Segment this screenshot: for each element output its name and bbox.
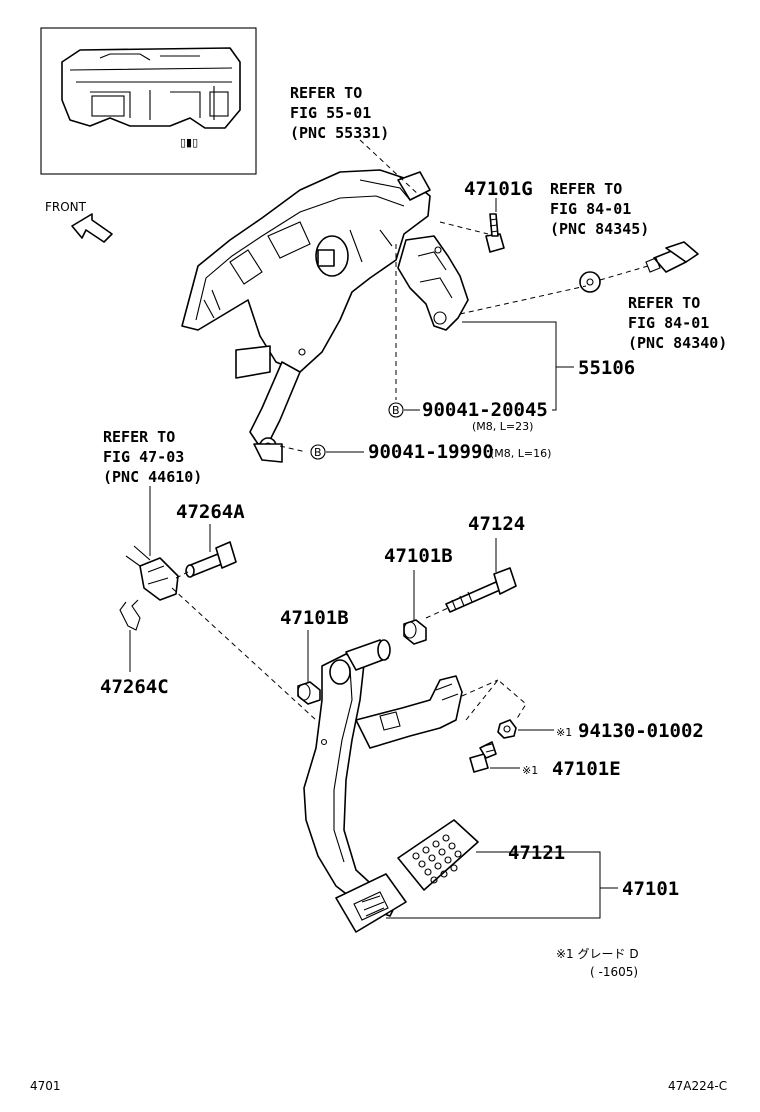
refer-fig-84-01-84340: REFER TO FIG 84-01 (PNC 84340) (628, 294, 727, 352)
clip-47264c (119, 599, 141, 631)
stop-lamp-switch (645, 241, 699, 273)
svg-text:REFER TO: REFER TO (290, 84, 362, 102)
front-label: FRONT (45, 200, 87, 214)
label-47101: 47101 (622, 878, 679, 900)
pedal-pad-47121 (397, 819, 479, 891)
svg-text:(PNC 84345): (PNC 84345) (550, 220, 649, 238)
label-90041-19990: 90041-19990 (368, 441, 494, 463)
svg-text:(PNC 44610): (PNC 44610) (103, 468, 202, 486)
refer-fig-47-03: REFER TO FIG 47-03 (PNC 44610) (103, 428, 202, 486)
svg-text:(PNC 84340): (PNC 84340) (628, 334, 727, 352)
b-marker-upper: B (388, 402, 404, 418)
front-arrow-icon (71, 213, 113, 243)
refer-fig-84-01-84345: REFER TO FIG 84-01 (PNC 84345) (550, 180, 649, 238)
label-55106: 55106 (578, 357, 635, 379)
label-90041-20045: 90041-20045 (422, 399, 548, 421)
svg-text:REFER TO: REFER TO (550, 180, 622, 198)
svg-text:FIG 55-01: FIG 55-01 (290, 104, 371, 122)
stop-lamp-nut (579, 271, 601, 293)
spec-90041-20045: (M8, L=23) (472, 420, 533, 433)
bolt-47101g (485, 213, 505, 253)
svg-text:FIG 47-03: FIG 47-03 (103, 448, 184, 466)
svg-text:(PNC 55331): (PNC 55331) (290, 124, 389, 142)
pedal-bracket-55106 (181, 169, 469, 463)
label-47121: 47121 (508, 842, 565, 864)
label-47124: 47124 (468, 513, 525, 535)
label-47264a: 47264A (176, 501, 245, 523)
inset-markers: ▯▮▯ (180, 136, 198, 149)
spec-90041-19990: (M8, L=16) (490, 447, 551, 460)
label-47101b-lower: 47101B (280, 607, 349, 629)
brake-pedal-47101 (303, 639, 463, 933)
bushing-47101b-upper (403, 619, 427, 645)
bushing-47101b-lower (297, 681, 321, 705)
svg-text:FIG 84-01: FIG 84-01 (550, 200, 631, 218)
svg-text:B: B (314, 446, 322, 459)
illustration-code: 47A224-C (668, 1079, 727, 1093)
label-47264c: 47264C (100, 676, 169, 698)
label-47101g: 47101G (464, 178, 533, 200)
grade-note-line1: ※1 グレード D (556, 947, 639, 961)
dashboard-thumbnail (61, 47, 241, 129)
front-indicator: FRONT (45, 200, 113, 243)
leader-lines (129, 198, 618, 919)
label-47101b-upper: 47101B (384, 545, 453, 567)
svg-text:REFER TO: REFER TO (103, 428, 175, 446)
label-47101e: 47101E (552, 758, 621, 780)
note-mark-47101e: ※1 (522, 764, 538, 777)
bolt-47101e (469, 741, 497, 773)
assembly-lines (171, 139, 649, 721)
b-marker-lower: B (310, 444, 326, 460)
pin-47264a (185, 541, 237, 578)
figure-number: 4701 (30, 1079, 61, 1093)
svg-text:REFER TO: REFER TO (628, 294, 700, 312)
label-94130-01002: 94130-01002 (578, 720, 704, 742)
note-mark-94130: ※1 (556, 726, 572, 739)
grade-note-line2: ( -1605) (590, 965, 638, 979)
refer-fig-55-01: REFER TO FIG 55-01 (PNC 55331) (290, 84, 389, 142)
inset-panel: ▯▮▯ (40, 27, 257, 175)
svg-text:B: B (392, 404, 400, 417)
bolt-47124 (445, 567, 517, 613)
clevis-block (125, 545, 179, 601)
nut-94130 (497, 719, 517, 739)
svg-text:FIG 84-01: FIG 84-01 (628, 314, 709, 332)
